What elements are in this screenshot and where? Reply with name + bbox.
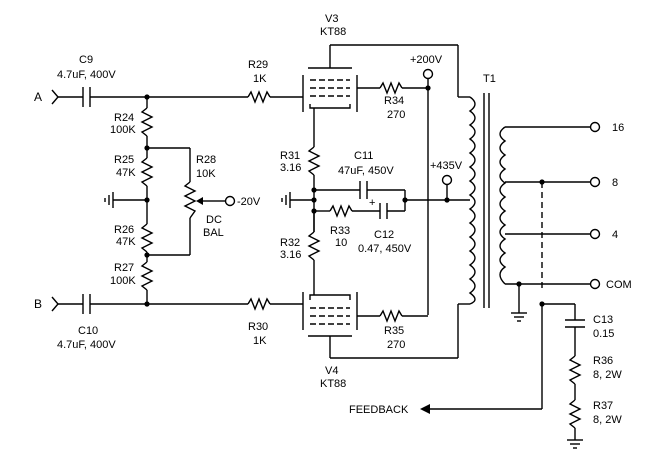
transformer-t1: T1 [468, 73, 507, 308]
r25-ref: R25 [114, 154, 134, 166]
input-b-label: B [34, 297, 42, 311]
screen-supply-voltage: +200V [410, 54, 443, 66]
input-a-arrow [51, 89, 59, 105]
r27-value: 100K [110, 275, 136, 287]
resistor-r24: R24 100K [110, 107, 154, 137]
resistor-r36: R36 8, 2W [568, 355, 622, 385]
r33-value: 10 [335, 237, 347, 249]
r28-note2: BAL [203, 227, 224, 239]
r26-value: 47K [116, 236, 136, 248]
r36-value: 8, 2W [593, 369, 622, 381]
capacitor-c9: C9 4.7uF, 400V [57, 54, 116, 107]
resistor-r30: R30 1K [247, 297, 271, 347]
r27-ref: R27 [114, 262, 134, 274]
r29-value: 1K [253, 73, 267, 85]
tube-v3: V3 KT88 [302, 13, 380, 112]
potentiometer-r28: R28 10K DC BAL [183, 154, 224, 239]
t1-ref: T1 [483, 73, 496, 85]
v3-value: KT88 [320, 26, 346, 38]
r36-ref: R36 [593, 355, 613, 367]
tap-8-label: 8 [612, 177, 618, 189]
r35-value: 270 [387, 339, 405, 351]
v4-ref: V4 [325, 365, 338, 377]
c13-value: 0.15 [593, 328, 614, 340]
plate-supply-voltage: +435V [430, 160, 463, 172]
r34-value: 270 [387, 109, 405, 121]
v4-value: KT88 [320, 378, 346, 390]
resistor-r29: R29 1K [247, 59, 271, 104]
r28-value: 10K [196, 168, 216, 180]
screen-supply-terminal [422, 68, 434, 80]
resistor-r32: R32 3.16 [280, 231, 321, 261]
r32-ref: R32 [280, 237, 300, 249]
r37-value: 8, 2W [593, 414, 622, 426]
c12-ref: C12 [374, 229, 394, 241]
bias-terminal [224, 195, 236, 207]
r24-ref: R24 [114, 112, 134, 124]
ground-symbol-com [511, 284, 527, 322]
c11-ref: C11 [354, 150, 373, 162]
input-b-arrow [51, 296, 59, 312]
r34-ref: R34 [384, 95, 404, 107]
r37-ref: R37 [593, 400, 613, 412]
r32-value: 3.16 [280, 249, 301, 261]
tap-16-label: 16 [612, 122, 624, 134]
r30-ref: R30 [248, 321, 268, 333]
feedback-arrow-icon [420, 404, 430, 414]
c9-value: 4.7uF, 400V [57, 69, 116, 81]
r35-ref: R35 [384, 325, 404, 337]
tap-com-label: COM [606, 279, 632, 291]
ground-symbol-middle [281, 192, 314, 208]
tube-v4: V4 KT88 [302, 292, 380, 390]
capacitor-c11: + C11 47uF, 450V [338, 150, 394, 209]
c12-value: 0.47, 450V [358, 243, 412, 255]
tap-8-terminal[interactable] [589, 176, 601, 188]
bias-voltage: -20V [237, 196, 261, 208]
tap-16-terminal[interactable] [589, 121, 601, 133]
r28-ref: R28 [196, 154, 216, 166]
r31-value: 3.16 [280, 162, 301, 174]
ground-symbol-left [104, 192, 147, 208]
capacitor-c12: C12 0.47, 450V [358, 203, 412, 255]
capacitor-c10: C10 4.7uF, 400V [57, 294, 116, 351]
plate-supply-terminal [441, 174, 453, 186]
r28-note: DC [206, 214, 222, 226]
resistor-r27: R27 100K [110, 261, 154, 291]
r25-value: 47K [116, 167, 136, 179]
resistor-r37: R37 8, 2W [568, 399, 622, 429]
tap-com-terminal[interactable] [589, 278, 601, 290]
v3-ref: V3 [325, 13, 338, 25]
c10-value: 4.7uF, 400V [57, 339, 116, 351]
c13-ref: C13 [593, 314, 613, 326]
resistor-r31: R31 3.16 [280, 146, 321, 176]
r33-ref: R33 [330, 225, 350, 237]
r29-ref: R29 [248, 59, 268, 71]
c11-polarity: + [369, 197, 375, 209]
capacitor-c13: C13 0.15 [565, 314, 614, 340]
r30-value: 1K [253, 335, 267, 347]
resistor-r35: R35 270 [379, 309, 405, 351]
r24-value: 100K [110, 124, 136, 136]
c9-ref: C9 [79, 54, 93, 66]
tap-4-label: 4 [612, 229, 618, 241]
resistor-r34: R34 270 [379, 81, 405, 121]
resistor-r26: R26 47K [114, 223, 154, 253]
ground-symbol-feedback [567, 428, 583, 449]
feedback-label: FEEDBACK [349, 404, 409, 416]
tap-4-terminal[interactable] [589, 228, 601, 240]
r26-ref: R26 [114, 224, 134, 236]
c11-value: 47uF, 450V [338, 165, 394, 177]
input-a-label: A [34, 90, 42, 104]
r31-ref: R31 [280, 150, 300, 162]
c10-ref: C10 [78, 325, 98, 337]
resistor-r25: R25 47K [114, 154, 154, 187]
resistor-r33: R33 10 [329, 204, 353, 249]
